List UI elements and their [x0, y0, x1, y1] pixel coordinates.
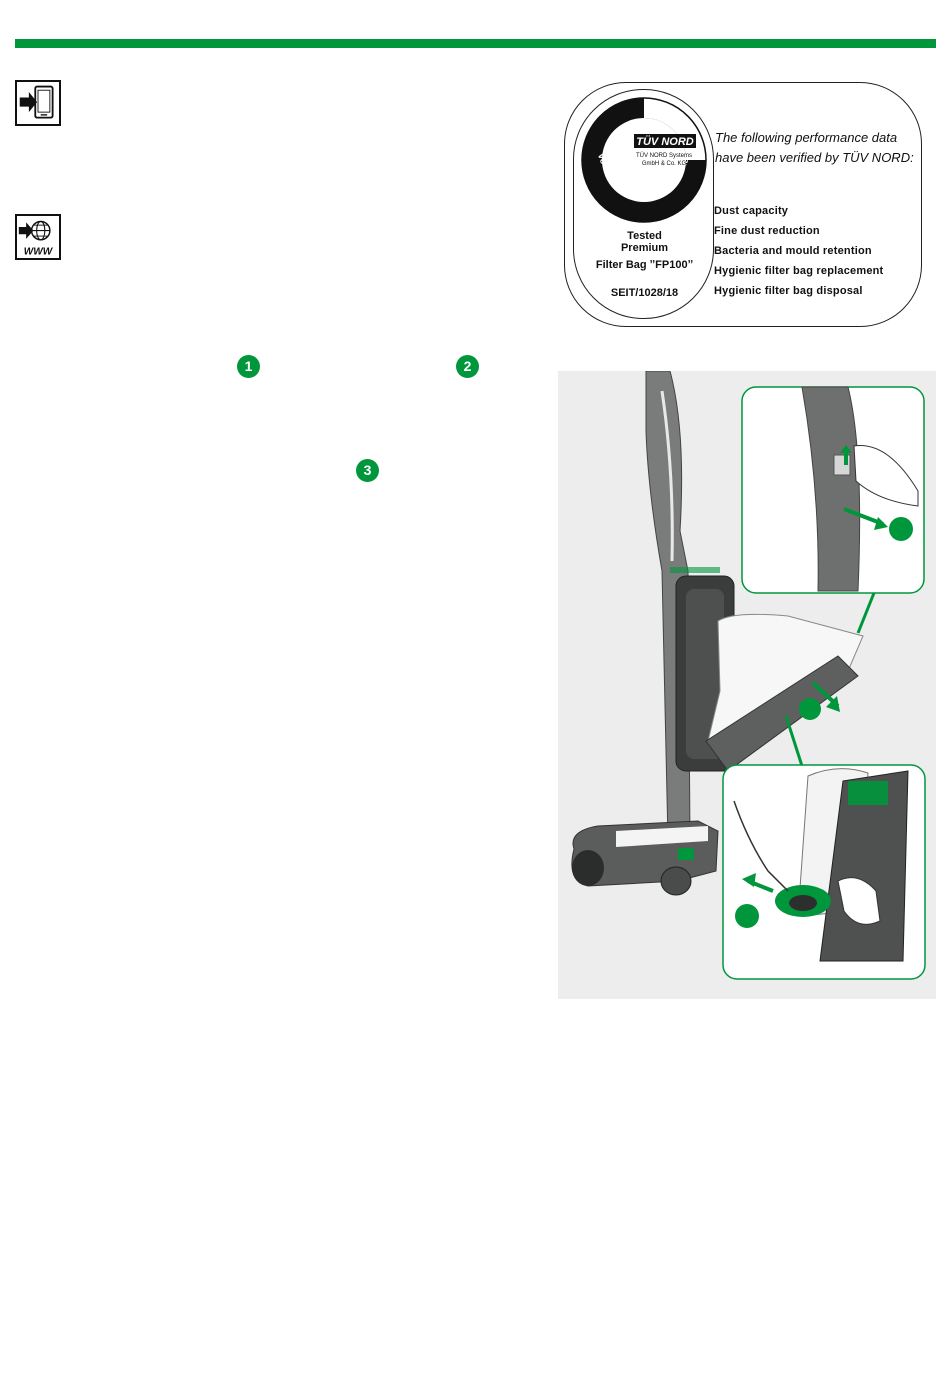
www-globe-icon: WWW [15, 214, 61, 260]
seal-label: Voluntary test of performance data accor… [573, 89, 714, 319]
tested-line-2: Premium [620, 242, 669, 254]
svg-text:WWW: WWW [24, 246, 54, 257]
filter-bag-replacement-illustration [558, 371, 936, 999]
tuv-seal-icon: Voluntary test of performance data accor… [580, 96, 707, 223]
criterion-3: Bacteria and mould retention [714, 245, 872, 257]
tuv-brand-text: TÜV NORD [636, 135, 694, 148]
criterion-1: Dust capacity [714, 205, 789, 217]
smartphone-arrow-icon [15, 80, 61, 126]
step-badge-1: 1 [237, 355, 260, 378]
step-badge-2: 2 [456, 355, 479, 378]
tested-line-1: Tested [627, 230, 662, 242]
company-line-2: GmbH & Co. KG [642, 161, 687, 167]
tuv-certificate: Voluntary test of performance data accor… [564, 82, 922, 327]
company-line-1: TÜV NORD Systems [636, 152, 692, 159]
criterion-2: Fine dust reduction [714, 225, 820, 237]
certificate-code: SEIT/1028/18 [610, 287, 679, 299]
product-name: Filter Bag ˮFP100ˮ [595, 259, 694, 271]
step-badge-3: 3 [356, 459, 379, 482]
verified-statement: The following performance data have been… [715, 130, 914, 165]
criterion-4: Hygienic filter bag replacement [714, 265, 884, 277]
header-green-bar [15, 39, 936, 48]
criterion-5: Hygienic filter bag disposal [714, 285, 863, 297]
